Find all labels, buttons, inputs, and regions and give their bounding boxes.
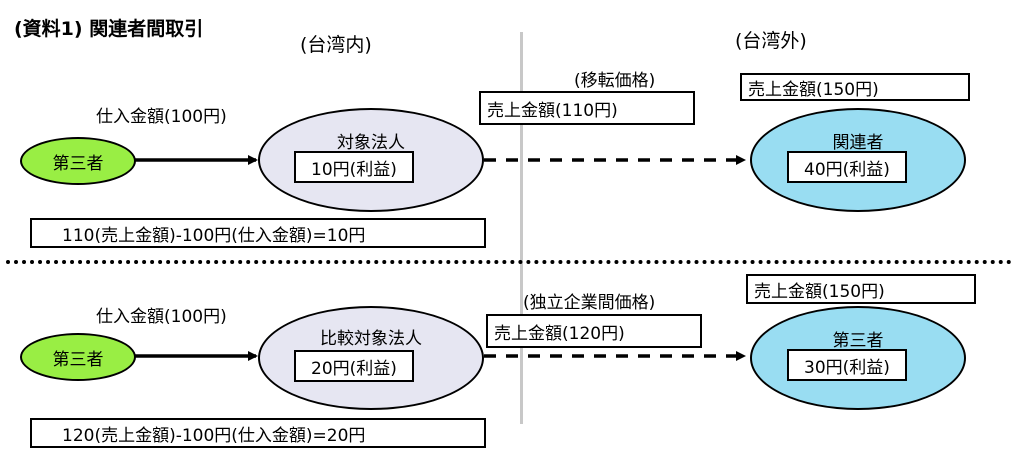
top-sale-box: 売上金額(110円) [479,91,695,125]
related-profit-text: 40円(利益) [804,159,890,180]
bottom-third-party-label: 第三者 [52,349,104,370]
page-title: (資料1) 関連者間取引 [14,18,204,40]
region-domestic-label: (台湾内) [300,34,372,56]
comparison-profit-text: 20円(利益) [311,358,397,379]
top-formula-text: 110(売上金額)-100円(仕入金額)=10円 [62,225,366,246]
section-divider [6,260,1012,264]
third-party-sale-text: 売上金額(150円) [754,281,885,302]
top-formula-box: 110(売上金額)-100円(仕入金額)=10円 [30,218,486,248]
bottom-formula-box: 120(売上金額)-100円(仕入金額)=20円 [30,418,486,448]
top-sale-text: 売上金額(110円) [487,100,618,121]
subject-profit-box: 10円(利益) [294,151,414,183]
comparison-entity-label: 比較対象法人 [320,329,422,349]
third-party-profit-text: 30円(利益) [804,357,890,378]
bottom-formula-text: 120(売上金額)-100円(仕入金額)=20円 [62,425,366,446]
related-party-label: 関連者 [832,133,884,153]
third-party-profit-box: 30円(利益) [787,349,907,381]
bottom-third-party-node: 第三者 [20,333,136,381]
subject-profit-text: 10円(利益) [311,159,397,180]
top-third-party-label: 第三者 [52,153,104,174]
bottom-sale-box: 売上金額(120円) [486,314,702,348]
subject-entity-label: 対象法人 [337,133,405,153]
transfer-price-label: (移転価格) [574,71,656,91]
domestic-foreign-divider [520,32,523,424]
arms-length-price-label: (独立企業間価格) [523,293,656,313]
top-third-party-node: 第三者 [20,137,136,185]
related-sale-box: 売上金額(150円) [740,73,970,101]
related-sale-text: 売上金額(150円) [748,79,879,100]
related-profit-box: 40円(利益) [787,151,907,183]
bottom-purchase-label: 仕入金額(100円) [96,307,227,327]
top-purchase-label: 仕入金額(100円) [96,107,227,127]
region-foreign-label: (台湾外) [735,30,807,52]
third-party-sale-box: 売上金額(150円) [746,274,976,304]
comparison-profit-box: 20円(利益) [294,350,414,382]
third-party-right-label: 第三者 [832,331,884,351]
bottom-sale-text: 売上金額(120円) [494,323,625,344]
